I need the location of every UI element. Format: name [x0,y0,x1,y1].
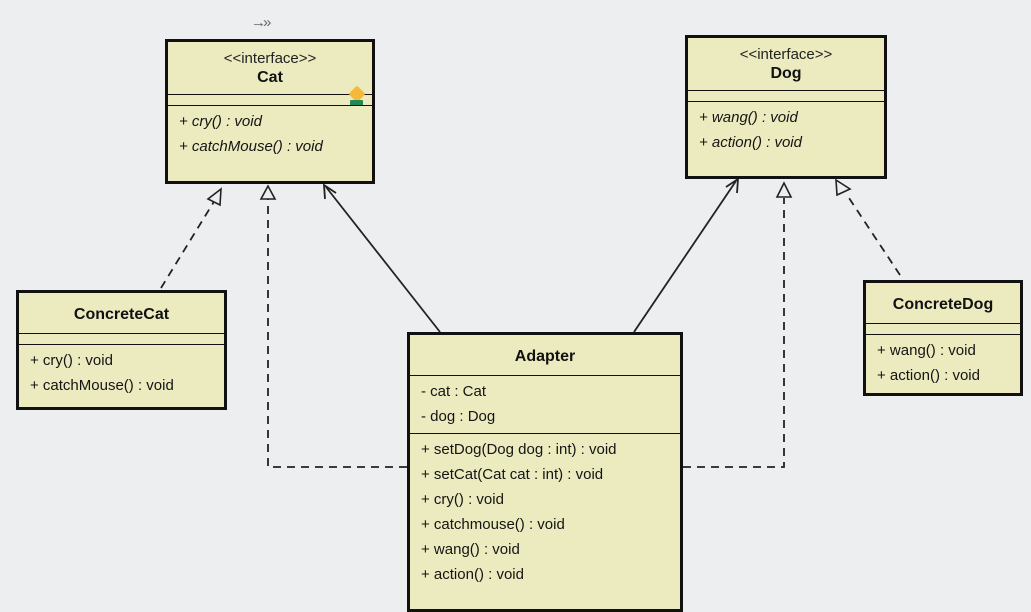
methods-compartment-dog: + wang() : void + action() : void [688,101,884,159]
class-name-dog: Dog [770,65,802,82]
attribute-dog: - dog : Dog [421,408,496,425]
hollow-triangle-arrow-dog-right [835,178,852,197]
class-name-adapter: Adapter [514,348,576,365]
green-bar-icon [350,100,363,106]
method-wang: + wang() : void [877,342,976,359]
method-wang: + wang() : void [699,109,798,126]
open-arrow-dog [725,177,740,194]
class-header-concretedog: ConcreteDog [866,283,1020,323]
class-box-concretecat[interactable]: ConcreteCat + cry() : void + catchMouse(… [16,290,227,410]
method-action: + action() : void [877,367,980,384]
method-action: + action() : void [421,566,524,583]
class-box-cat[interactable]: <<interface>> Cat + cry() : void + catch… [165,39,375,184]
arrow-right-double-icon[interactable]: →» [251,14,271,31]
association-adapter-dog [633,180,737,333]
class-header-cat: <<interface>> Cat [168,42,372,94]
method-setdog: + setDog(Dog dog : int) : void [421,441,617,458]
methods-compartment-cat: + cry() : void + catchMouse() : void [168,105,372,163]
hollow-triangle-arrow-cat-mid [259,184,277,200]
methods-compartment-concretecat: + cry() : void + catchMouse() : void [19,344,224,402]
method-catchmouse: + catchmouse() : void [421,516,565,533]
class-name-concretecat: ConcreteCat [73,306,170,323]
class-box-adapter[interactable]: Adapter - cat : Cat - dog : Dog + setDog… [407,332,683,612]
association-adapter-cat [325,186,441,333]
class-name-concretedog: ConcreteDog [892,296,994,313]
method-catchmouse: + catchMouse() : void [179,138,323,155]
stereotype-label: <<interface>> [223,50,317,67]
realization-adapter-cat [267,198,407,468]
hollow-triangle-arrow-cat-left [206,187,222,207]
attributes-compartment-cat [168,85,372,106]
class-header-adapter: Adapter [410,335,680,375]
class-header-dog: <<interface>> Dog [688,38,884,90]
class-header-concretecat: ConcreteCat [19,293,224,333]
realization-concretecat-cat [160,199,216,289]
stereotype-label: <<interface>> [739,46,833,63]
realization-adapter-dog [683,198,785,468]
method-setcat: + setCat(Cat cat : int) : void [421,466,604,483]
method-cry: + cry() : void [179,113,262,130]
methods-compartment-adapter: + setDog(Dog dog : int) : void + setCat(… [410,433,680,591]
realization-concretedog-dog [846,194,901,276]
method-cry: + cry() : void [421,491,504,508]
class-name-cat: Cat [257,69,283,86]
class-box-dog[interactable]: <<interface>> Dog + wang() : void + acti… [685,35,887,179]
methods-compartment-concretedog: + wang() : void + action() : void [866,334,1020,392]
attributes-compartment-dog [688,90,884,101]
class-box-concretedog[interactable]: ConcreteDog + wang() : void + action() :… [863,280,1023,396]
method-wang: + wang() : void [421,541,520,558]
uml-canvas: →» <<interface>> Cat + cry() : void + ca… [16,14,1023,612]
attributes-compartment-concretedog [866,323,1020,334]
hollow-triangle-arrow-dog-mid [775,181,793,198]
attributes-compartment-adapter: - cat : Cat - dog : Dog [410,375,680,433]
attributes-compartment-concretecat [19,333,224,344]
method-cry: + cry() : void [30,352,113,369]
attribute-cat: - cat : Cat [421,383,487,400]
method-action: + action() : void [699,134,802,151]
open-arrow-cat [322,183,337,200]
method-catchmouse: + catchMouse() : void [30,377,174,394]
